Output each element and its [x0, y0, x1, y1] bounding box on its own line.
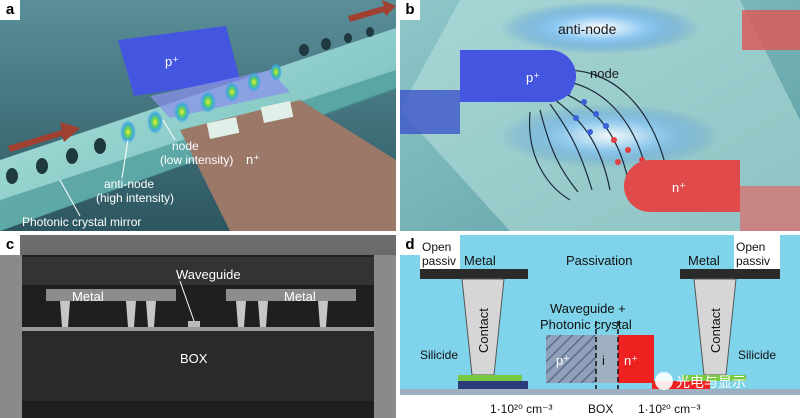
- wechat-icon: [655, 372, 673, 390]
- label-n-plus: n⁺: [672, 180, 686, 195]
- label-intrinsic: i: [602, 353, 605, 368]
- air-holes: [6, 27, 374, 184]
- panel-label-d: d: [400, 235, 420, 255]
- panel-label-c: c: [0, 235, 20, 255]
- label-silicide-left: Silicide: [420, 348, 458, 362]
- metal-right: [680, 269, 780, 279]
- label-antinode-sub: (high intensity): [96, 191, 174, 205]
- watermark: 光电与显示: [655, 372, 746, 390]
- label-doping-left: 1·10²⁰ cm⁻³: [490, 402, 552, 416]
- panel-c-sem-image: Waveguide Metal Metal BOX: [0, 235, 396, 418]
- panel-d-schematic: Open passiv Open passiv Metal Metal Pass…: [400, 235, 800, 418]
- label-metal-left: Metal: [72, 289, 104, 304]
- antinode-glow-top: [500, 2, 700, 54]
- label-box: BOX: [180, 351, 208, 366]
- label-p-plus: p⁺: [556, 353, 570, 368]
- panel-a-illustration: p⁺ n⁺ node (low intensity) anti-node (hi…: [0, 0, 396, 231]
- label-mirror: Photonic crystal mirror: [22, 215, 141, 229]
- label-open-right-1: Open: [736, 240, 765, 254]
- label-node: node: [590, 66, 619, 81]
- label-node: node: [172, 139, 199, 153]
- label-waveguide: Waveguide: [176, 267, 241, 282]
- p-plus-region: [546, 335, 596, 383]
- silicide-left: [458, 375, 522, 381]
- label-open-left-1: Open: [422, 240, 451, 254]
- label-metal-right: Metal: [688, 253, 720, 268]
- field-modes: [120, 63, 282, 144]
- label-doping-right: 1·10²⁰ cm⁻³: [638, 402, 700, 416]
- label-node-sub: (low intensity): [160, 153, 233, 167]
- waveguide: [188, 321, 200, 327]
- label-open-right-2: passiv: [736, 254, 770, 268]
- label-watermark: 光电与显示: [676, 374, 746, 390]
- metal-right: [226, 289, 356, 301]
- panel-c: c Wavegui: [0, 235, 396, 418]
- label-open-left-2: passiv: [422, 254, 456, 268]
- panel-a: a: [0, 0, 396, 231]
- box-substrate: [400, 395, 800, 418]
- n-plus-region: [618, 335, 654, 383]
- label-metal-right: Metal: [284, 289, 316, 304]
- intrinsic-region: [596, 335, 618, 383]
- label-antinode: anti-node: [104, 177, 154, 191]
- panel-label-a: a: [0, 0, 20, 20]
- n-contact: [624, 160, 740, 212]
- silicide-right: [682, 375, 746, 381]
- label-contact-right: Contact: [708, 308, 723, 353]
- label-waveguide-1: Waveguide +: [550, 301, 626, 316]
- metal-left: [46, 289, 176, 301]
- open-passivation-left: [420, 235, 460, 269]
- panel-d: d Open pass: [400, 235, 800, 418]
- label-box: BOX: [588, 402, 613, 416]
- label-antinode: anti-node: [558, 21, 617, 37]
- panel-b: b: [400, 0, 800, 231]
- label-n-plus: n⁺: [624, 353, 638, 368]
- box-layer: [22, 331, 374, 401]
- label-metal-left: Metal: [464, 253, 496, 268]
- label-waveguide-2: Photonic crystal: [540, 317, 632, 332]
- panel-label-b: b: [400, 0, 420, 20]
- label-contact-left: Contact: [476, 308, 491, 353]
- open-passivation-right: [734, 235, 780, 269]
- p-region: [118, 26, 240, 96]
- label-p-plus: p⁺: [165, 54, 179, 69]
- panel-b-illustration: anti-node node p⁺ n⁺: [400, 0, 800, 231]
- label-silicide-right: Silicide: [738, 348, 776, 362]
- label-p-plus: p⁺: [526, 70, 540, 85]
- antinode-glow-middle: [500, 104, 720, 168]
- label-passivation: Passivation: [566, 253, 632, 268]
- metal-left: [420, 269, 528, 279]
- p-contact: [460, 50, 576, 102]
- label-n-plus: n⁺: [246, 152, 260, 167]
- light-arrow-icon: [8, 122, 80, 152]
